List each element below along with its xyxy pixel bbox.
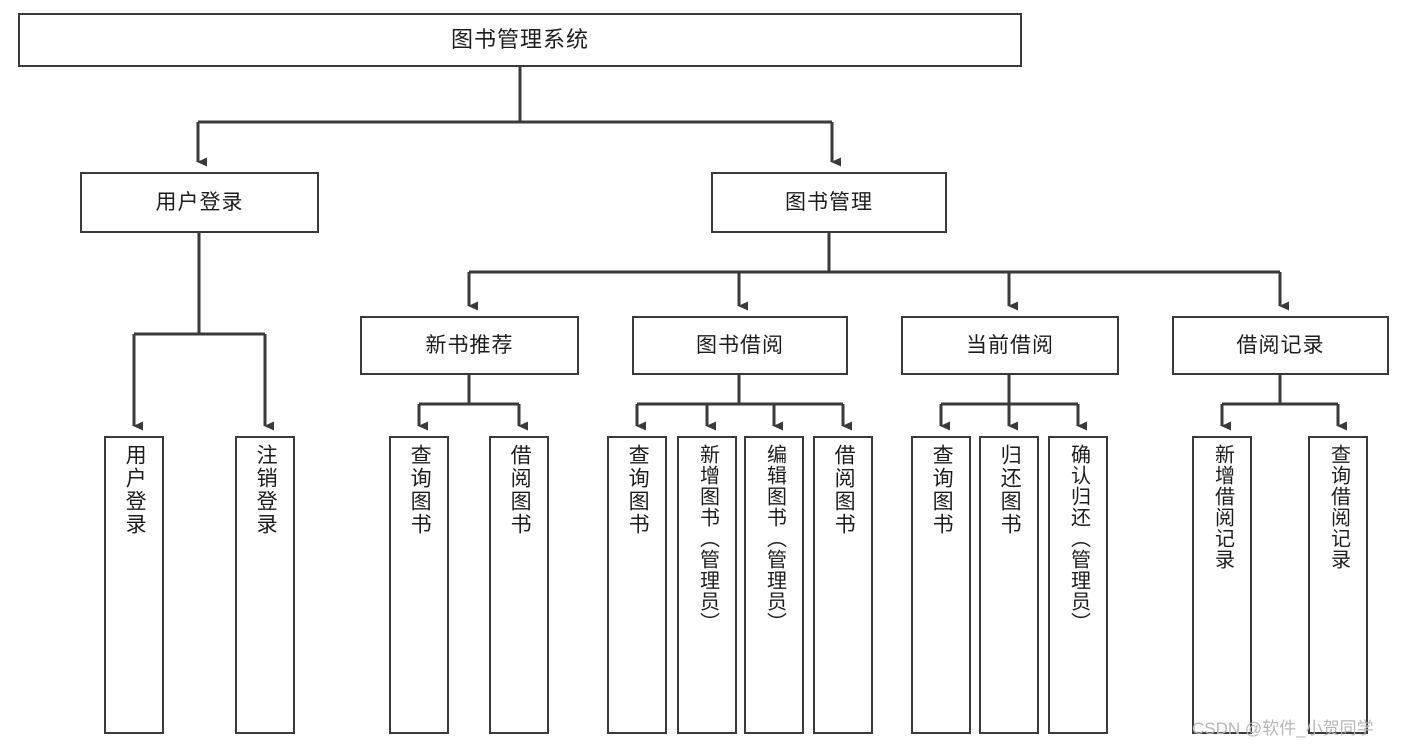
node-new-book-rec[interactable]: 新书推荐 <box>360 316 579 375</box>
node-leaf-rec-borrow-label: 借阅图书 <box>508 444 532 536</box>
node-new-book-rec-label: 新书推荐 <box>425 333 514 357</box>
node-leaf-user-login[interactable]: 用户登录 <box>104 436 164 734</box>
node-leaf-rec-query2[interactable]: 查询借阅记录 <box>1308 436 1368 734</box>
node-leaf-rec-add[interactable]: 新增借阅记录 <box>1192 436 1252 734</box>
node-leaf-cur-query-label: 查询图书 <box>930 444 954 536</box>
node-leaf-cur-return[interactable]: 归还图书 <box>979 436 1039 734</box>
node-borrow-record-label: 借阅记录 <box>1236 333 1325 357</box>
node-leaf-cur-confirm[interactable]: 确认归还（管理员） <box>1048 436 1108 734</box>
node-root-label: 图书管理系统 <box>450 26 589 52</box>
node-leaf-cur-return-label: 归还图书 <box>998 444 1022 536</box>
node-borrow-record[interactable]: 借阅记录 <box>1172 316 1389 375</box>
node-book-manage-label: 图书管理 <box>785 190 873 214</box>
node-current-borrow[interactable]: 当前借阅 <box>901 316 1119 375</box>
node-leaf-rec-query[interactable]: 查询图书 <box>389 436 449 734</box>
node-book-manage[interactable]: 图书管理 <box>711 172 947 233</box>
node-root[interactable]: 图书管理系统 <box>18 13 1022 67</box>
node-leaf-borrow-query-label: 查询图书 <box>626 444 650 536</box>
node-leaf-user-logout[interactable]: 注销登录 <box>235 436 295 734</box>
node-user-login-label: 用户登录 <box>155 190 244 214</box>
node-leaf-rec-add-label: 新增借阅记录 <box>1211 444 1234 570</box>
node-current-borrow-label: 当前借阅 <box>966 333 1054 357</box>
node-leaf-rec-query2-label: 查询借阅记录 <box>1327 444 1350 570</box>
node-leaf-cur-query[interactable]: 查询图书 <box>911 436 971 734</box>
node-leaf-user-logout-label: 注销登录 <box>254 444 278 536</box>
watermark-text: CSDN @软件_小贺同学 <box>1192 719 1374 738</box>
node-leaf-borrow-add[interactable]: 新增图书（管理员） <box>677 436 737 734</box>
node-leaf-borrow-edit-label: 编辑图书（管理员） <box>763 444 786 633</box>
node-leaf-borrow-lend[interactable]: 借阅图书 <box>813 436 873 734</box>
node-leaf-user-login-label: 用户登录 <box>123 444 147 536</box>
node-book-borrow-label: 图书借阅 <box>696 333 784 357</box>
node-leaf-borrow-query[interactable]: 查询图书 <box>607 436 667 734</box>
node-leaf-rec-query-label: 查询图书 <box>408 444 432 536</box>
node-leaf-cur-confirm-label: 确认归还（管理员） <box>1067 444 1090 633</box>
node-leaf-borrow-edit[interactable]: 编辑图书（管理员） <box>744 436 804 734</box>
node-user-login[interactable]: 用户登录 <box>80 172 319 233</box>
node-leaf-borrow-add-label: 新增图书（管理员） <box>696 444 719 633</box>
node-book-borrow[interactable]: 图书借阅 <box>632 316 848 375</box>
node-leaf-rec-borrow[interactable]: 借阅图书 <box>489 436 549 734</box>
node-leaf-borrow-lend-label: 借阅图书 <box>832 444 856 536</box>
